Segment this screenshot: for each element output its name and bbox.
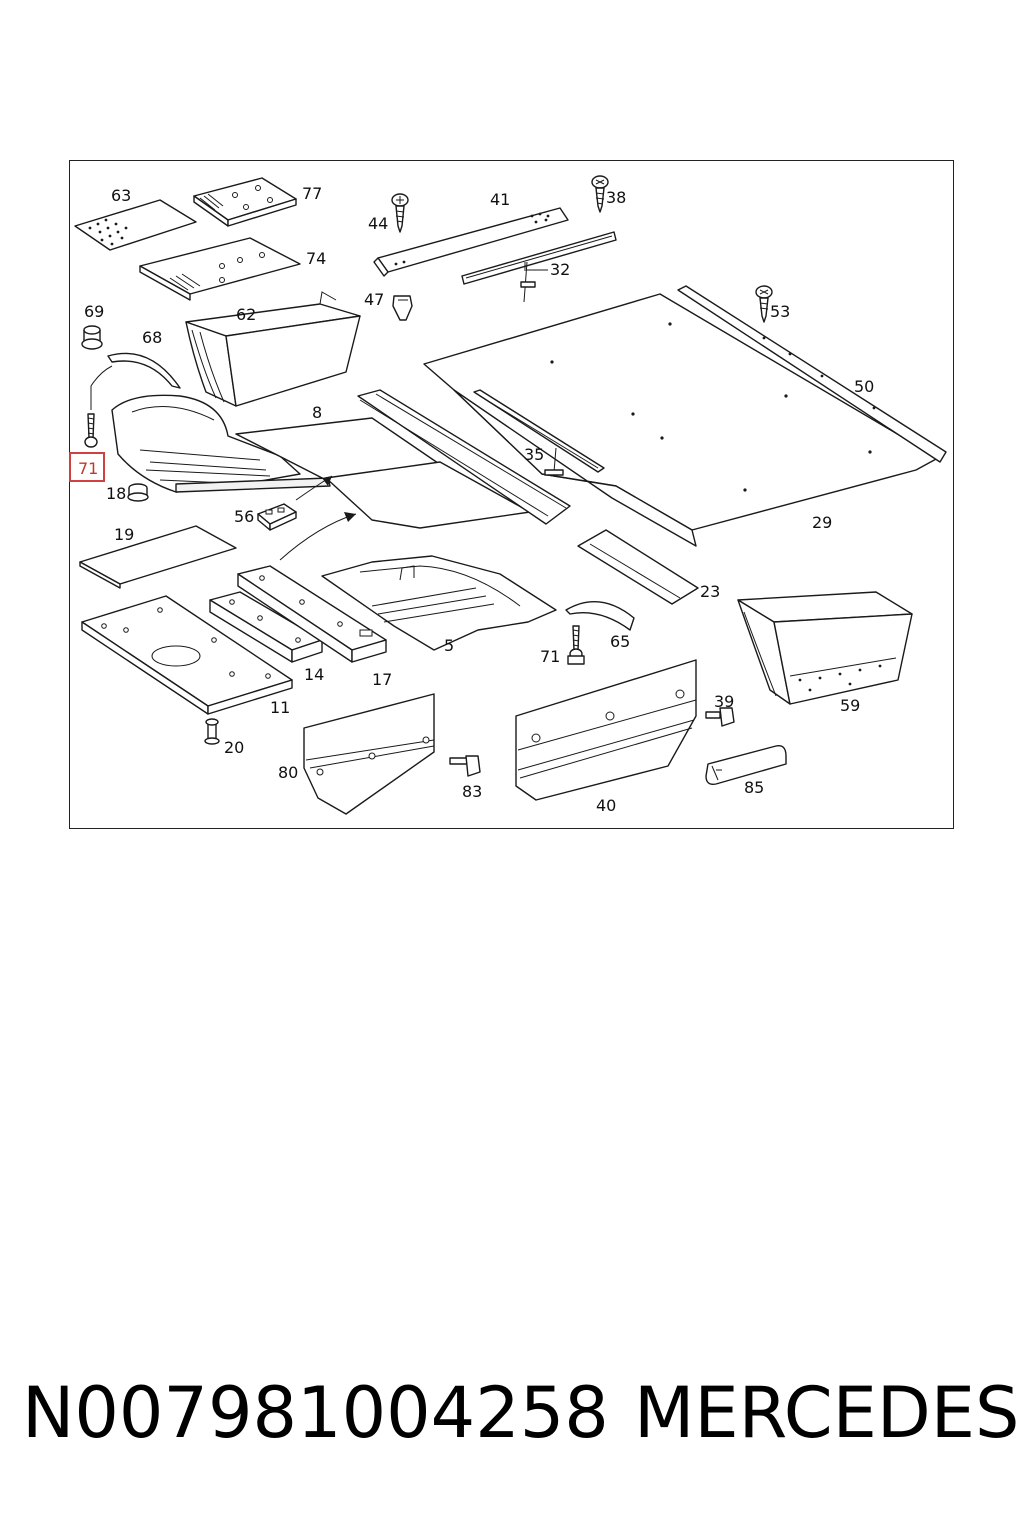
callout-80: 80: [278, 763, 298, 782]
callout-56: 56: [234, 507, 254, 526]
callout-23: 23: [700, 582, 720, 601]
part-85[interactable]: [705, 745, 787, 786]
callout-17: 17: [372, 670, 392, 689]
callout-5: 5: [444, 636, 454, 655]
part-38[interactable]: [591, 175, 609, 213]
part-14[interactable]: [209, 591, 323, 663]
callout-14: 14: [304, 665, 324, 684]
callout-85: 85: [744, 778, 764, 797]
part-53[interactable]: [755, 285, 773, 323]
part-63[interactable]: [74, 199, 197, 251]
part-11[interactable]: [81, 595, 293, 715]
callout-40: 40: [596, 796, 616, 815]
part-74[interactable]: [139, 237, 301, 301]
part-44[interactable]: [391, 193, 409, 233]
callout-69: 69: [84, 302, 104, 321]
callout-68: 68: [142, 328, 162, 347]
callout-labels: 63 77 41 38 44 32 47 53 74 69 68 62 50 8…: [78, 184, 874, 815]
callout-41: 41: [490, 190, 510, 209]
part-69[interactable]: [81, 325, 103, 350]
callout-71: 71: [540, 647, 560, 666]
part-65[interactable]: [565, 601, 635, 631]
part-62[interactable]: [185, 291, 361, 407]
part-5[interactable]: [321, 555, 557, 651]
callout-47: 47: [364, 290, 384, 309]
callout-62: 62: [236, 305, 256, 324]
callout-53: 53: [770, 302, 790, 321]
part-71-right[interactable]: [567, 625, 585, 665]
part-77[interactable]: [193, 177, 297, 227]
callout-59: 59: [840, 696, 860, 715]
callout-29: 29: [812, 513, 832, 532]
callout-83: 83: [462, 782, 482, 801]
part-71-left[interactable]: [84, 365, 113, 448]
callout-35: 35: [524, 445, 544, 464]
part-56[interactable]: [257, 503, 297, 531]
part-47[interactable]: [392, 295, 413, 321]
brand-text: MERCEDES: [634, 1372, 1020, 1454]
callout-8: 8: [312, 403, 322, 422]
part-80[interactable]: [303, 693, 435, 815]
part-number-text: N007981004258: [22, 1372, 609, 1454]
part-23[interactable]: [577, 529, 699, 605]
part-20[interactable]: [204, 718, 220, 745]
part-17[interactable]: [237, 565, 387, 663]
callout-20: 20: [224, 738, 244, 757]
callout-50: 50: [854, 377, 874, 396]
part-8[interactable]: [235, 389, 571, 529]
callout-44: 44: [368, 214, 388, 233]
part-39[interactable]: [705, 707, 735, 727]
arrow-marks: [279, 475, 357, 561]
part-19[interactable]: [79, 525, 237, 589]
callout-65: 65: [610, 632, 630, 651]
callout-32: 32: [550, 260, 570, 279]
callout-63: 63: [111, 186, 131, 205]
callout-74: 74: [306, 249, 326, 268]
part-50[interactable]: [677, 285, 947, 463]
part-35[interactable]: [473, 389, 605, 476]
highlight-box: [69, 452, 105, 482]
callout-77: 77: [302, 184, 322, 203]
part-59[interactable]: [737, 591, 913, 705]
callout-71-highlighted: 71: [78, 459, 98, 478]
callout-11: 11: [270, 698, 290, 717]
part-32[interactable]: [461, 231, 617, 303]
part-41[interactable]: [373, 207, 569, 277]
callout-38: 38: [606, 188, 626, 207]
part-40[interactable]: [515, 659, 697, 801]
part-68[interactable]: [107, 352, 181, 389]
callout-18: 18: [106, 484, 126, 503]
callout-39: 39: [714, 692, 734, 711]
part-18[interactable]: [127, 483, 149, 502]
part-83[interactable]: [449, 755, 481, 777]
callout-19: 19: [114, 525, 134, 544]
